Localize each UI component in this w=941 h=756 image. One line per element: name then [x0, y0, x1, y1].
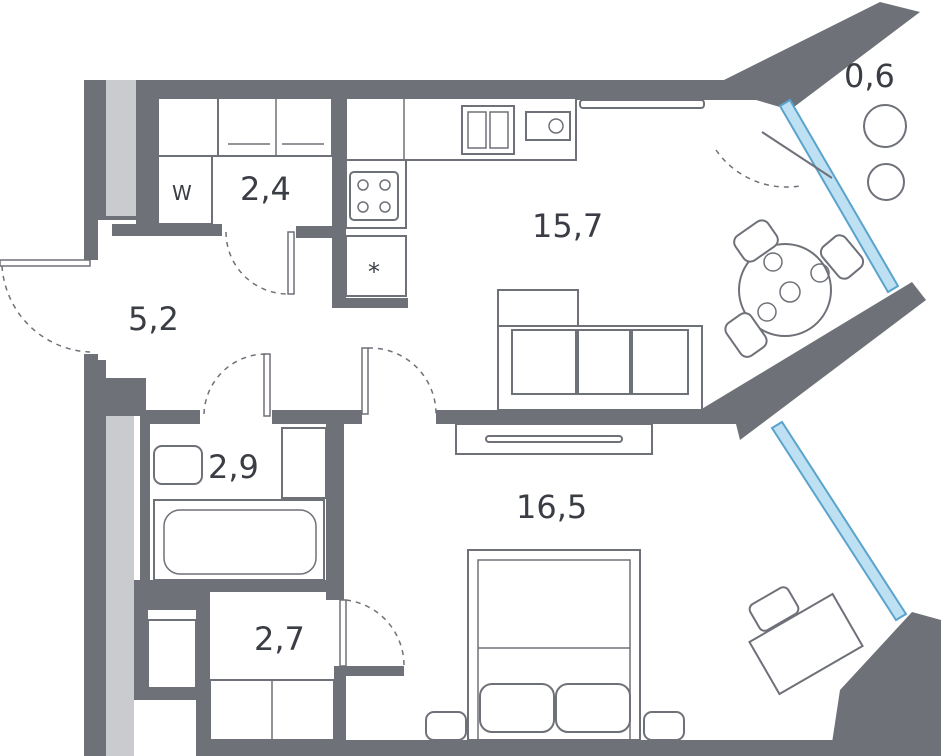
wall-entrance-upper: [84, 216, 98, 260]
balcony-door-line: [761, 131, 833, 179]
closet-small: [147, 619, 197, 689]
wall-storage-left: [136, 80, 158, 230]
wall-storage-bottom-right: [296, 226, 340, 238]
burner-4: [379, 201, 391, 213]
sink: [461, 105, 515, 155]
wall-storage-right: [332, 96, 346, 306]
dishwasher: [525, 111, 571, 141]
bath-door-swing: [203, 353, 267, 415]
area-labels: 0,6 15,7 2,4 5,2 2,9 16,5 2,7: [128, 57, 895, 658]
bedroom-door-swing: [367, 347, 437, 415]
bath-sink: [281, 427, 327, 499]
area-label-bedroom: 16,5: [516, 488, 587, 526]
dishwasher-knob: [548, 118, 564, 134]
wall-top: [136, 80, 756, 100]
bath-door-leaf: [263, 353, 271, 417]
area-label-dressing: 2,7: [254, 620, 305, 658]
wall-left-lower-light: [106, 386, 134, 756]
fridge: [345, 235, 407, 297]
doors: [0, 149, 801, 667]
windows: [761, 98, 908, 622]
balcony-chair: [867, 163, 905, 201]
sofa-cushion-2: [577, 329, 631, 395]
washer-box: [157, 155, 213, 225]
nightstand-left: [425, 711, 467, 741]
wall-closet-bottom: [134, 688, 210, 700]
wall-living-bedroom: [436, 410, 736, 424]
wall-bottom-right: [830, 612, 941, 756]
storage-cabinet: [217, 97, 333, 157]
dressing-door-swing: [345, 599, 405, 667]
wall-dressing-top-right: [334, 666, 404, 676]
sink-bowl-1: [467, 111, 487, 149]
wall-bath-right: [326, 410, 344, 600]
bathtub: [153, 499, 325, 581]
area-label-balcony: 0,6: [844, 57, 895, 95]
balcony-door-swing: [715, 149, 801, 188]
wall-left-lower: [84, 360, 106, 756]
bedroom-door-leaf: [361, 347, 369, 415]
walls: [84, 2, 941, 756]
burner-3: [357, 201, 369, 213]
storage-door-swing: [225, 231, 289, 295]
wall-dressing-right: [334, 666, 346, 756]
dining-chair-2: [819, 234, 865, 280]
wall-dressing-top: [134, 592, 196, 610]
wall-living-slant: [700, 282, 926, 440]
entrance-door-leaf: [0, 259, 91, 267]
pillow-1: [479, 683, 555, 733]
wall-closet-left: [134, 610, 148, 690]
stove: [349, 171, 399, 221]
area-label-storage: 2,4: [240, 170, 291, 208]
furniture: W *: [147, 97, 907, 741]
wall-left-upper-light: [106, 80, 136, 216]
wall-bath-top-left: [106, 378, 146, 416]
ottoman: [497, 289, 579, 327]
fridge-mark: *: [368, 258, 380, 286]
sink-bowl-2: [489, 111, 509, 149]
storage-shelf: [157, 97, 219, 157]
balcony-table: [863, 104, 907, 148]
washer-mark: W: [172, 181, 192, 205]
kitchen-tv: [579, 99, 705, 109]
dining-table: [738, 243, 832, 337]
bathtub-basin: [163, 509, 317, 575]
sofa-cushion-3: [631, 329, 689, 395]
bedroom-tv: [485, 435, 623, 443]
wall-kitchen-bottom: [332, 298, 408, 308]
window-bedroom: [770, 420, 908, 622]
dining-chair-3: [724, 312, 768, 358]
plate-2: [810, 263, 830, 283]
toilet: [153, 445, 203, 485]
entrance-door-swing: [1, 265, 91, 353]
window-balcony: [778, 98, 900, 294]
burner-2: [379, 179, 391, 191]
burner-1: [357, 179, 369, 191]
wall-balcony-top: [724, 2, 920, 110]
area-label-bathroom: 2,9: [208, 448, 259, 486]
nightstand-right: [643, 711, 685, 741]
area-label-kitchen-living: 15,7: [532, 207, 603, 245]
wall-bottom: [196, 740, 941, 756]
storage-door-leaf: [287, 231, 295, 295]
wall-bath-bottom: [134, 580, 344, 592]
dressing-door-leaf: [339, 599, 347, 667]
wall-bath-top-right: [272, 410, 362, 424]
bed-mattress: [477, 559, 631, 741]
wall-bath-top: [140, 410, 200, 424]
sofa-cushion-1: [511, 329, 577, 395]
wall-bath-left: [140, 410, 150, 590]
desk: [748, 592, 864, 696]
dining-chair-1: [733, 219, 779, 263]
wall-storage-bottom: [112, 224, 222, 236]
plate-3: [757, 302, 777, 322]
area-label-hallway: 5,2: [128, 300, 179, 338]
pillow-2: [555, 683, 631, 733]
wall-entrance-lower: [84, 354, 98, 384]
wall-dressing-left: [196, 592, 210, 756]
plate-1: [763, 252, 783, 272]
desk-chair: [748, 586, 800, 632]
centerpiece: [779, 281, 801, 303]
